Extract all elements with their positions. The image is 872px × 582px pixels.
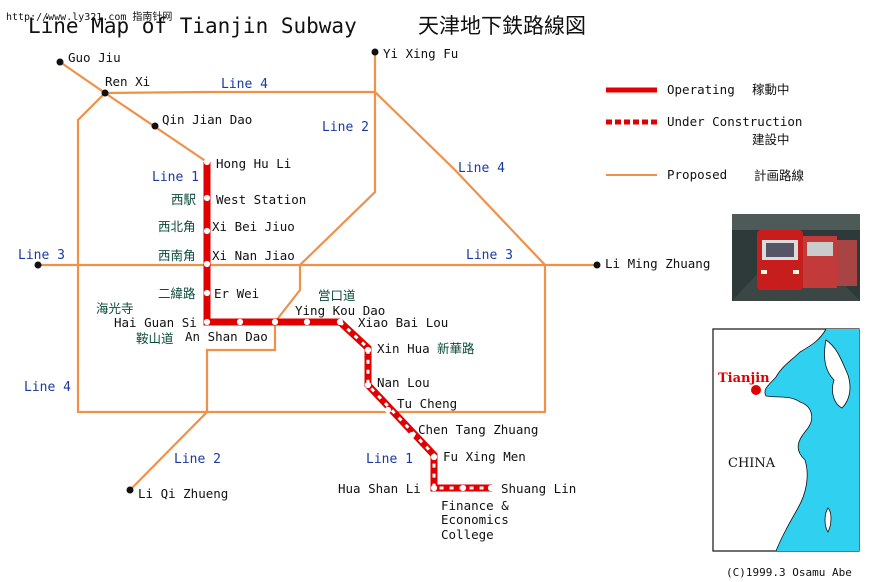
- label-xi-nan-jiao-cjk: 西南角: [158, 248, 196, 263]
- station-dot-line3-west[interactable]: [34, 261, 42, 269]
- label-shuang-lin: Shuang Lin: [501, 481, 576, 496]
- line4-label-left: Line 4: [24, 380, 71, 395]
- label-nan-lou: Nan Lou: [377, 375, 430, 390]
- station-dot-qin-jian-dao[interactable]: [151, 122, 159, 130]
- label-chen-tang-zhuang: Chen Tang Zhuang: [418, 422, 538, 437]
- watermark: http://www.ly321.com 指南针网: [6, 10, 172, 23]
- legend-construction-label: Under Construction: [667, 114, 802, 129]
- station-dot-xi-bei-jiuo[interactable]: [203, 227, 211, 235]
- copyright: (C)1999.3 Osamu Abe: [726, 566, 852, 579]
- line2-label-top: Line 2: [322, 120, 369, 135]
- station-dot-er-wei[interactable]: [203, 289, 211, 297]
- label-hua-shan-li: Hua Shan Li: [338, 481, 421, 496]
- label-yi-xing-fu: Yi Xing Fu: [383, 46, 458, 61]
- station-dot-tu-cheng[interactable]: [384, 406, 392, 414]
- label-ying-kou-dao-cjk: 営口道: [318, 288, 356, 303]
- station-dot-an-shan-dao[interactable]: [236, 318, 244, 326]
- label-xiao-bai-lou: Xiao Bai Lou: [358, 315, 448, 330]
- line1-label-top: Line 1: [152, 170, 199, 185]
- line3-label-right: Line 3: [466, 248, 513, 263]
- legend-operating-label: Operating: [667, 82, 735, 97]
- station-dot-hua-shan-li[interactable]: [430, 484, 438, 492]
- station-dot-guo-jiu[interactable]: [56, 58, 64, 66]
- inset-coastline: [764, 328, 827, 552]
- label-ying-kou-dao: Ying Kou Dao: [295, 303, 385, 318]
- label-finance-line1: Finance &: [441, 498, 509, 513]
- label-finance-line3: College: [441, 527, 494, 542]
- label-hong-hu-li: Hong Hu Li: [216, 156, 291, 171]
- line1-label-bottom: Line 1: [366, 452, 413, 467]
- train-photo: [732, 214, 860, 301]
- legend-construction-cjk: 建設中: [752, 132, 790, 147]
- station-dot-xiao-bai-lou[interactable]: [336, 318, 344, 326]
- label-an-shan-dao-cjk: 鞍山道: [136, 331, 174, 346]
- inset-tianjin-dot: [751, 385, 761, 395]
- label-xin-hua: Xin Hua: [377, 341, 430, 356]
- station-dot-yi-xing-fu[interactable]: [371, 48, 379, 56]
- line2-label-bottom: Line 2: [174, 452, 221, 467]
- label-li-ming-zhuang: Li Ming Zhuang: [605, 256, 710, 271]
- inset-taiwan: [824, 507, 832, 533]
- label-finance-line2: Economics: [441, 512, 509, 527]
- label-ren-xi: Ren Xi: [105, 74, 150, 89]
- proposed-lines: [38, 52, 598, 491]
- terminal-dots: [34, 48, 601, 494]
- label-xi-bei-jiuo-cjk: 西北角: [158, 219, 196, 234]
- legend: Operating 稼動中 Under Construction 建設中 Pro…: [606, 82, 805, 183]
- map-title-cjk: 天津地下鉄路線図: [418, 14, 586, 38]
- station-dot-finance-college[interactable]: [459, 484, 467, 492]
- label-west-station-cjk: 西駅: [171, 192, 197, 207]
- label-fu-xing-men: Fu Xing Men: [443, 449, 526, 464]
- line2-proposed-north: [274, 52, 377, 323]
- label-hai-guan-si: Hai Guan Si: [114, 315, 197, 330]
- label-tu-cheng: Tu Cheng: [397, 396, 457, 411]
- station-dot-line2-junction[interactable]: [271, 318, 279, 326]
- label-er-wei: Er Wei: [214, 286, 259, 301]
- guo-jiu-branch: [59, 61, 106, 94]
- station-dot-hong-hu-li[interactable]: [203, 158, 211, 166]
- station-dot-shuang-lin[interactable]: [487, 484, 495, 492]
- inset-tianjin-label: Tianjin: [718, 371, 770, 386]
- label-west-station: West Station: [216, 192, 306, 207]
- station-dot-nan-lou[interactable]: [364, 381, 372, 389]
- station-dot-west-station[interactable]: [203, 194, 211, 202]
- station-dot-hai-guan-si[interactable]: [203, 318, 211, 326]
- line2-proposed-south: [129, 322, 277, 491]
- map-title: Line Map of Tianjin Subway: [28, 14, 357, 38]
- line3-label-left: Line 3: [18, 248, 65, 263]
- line1-station-dots: [203, 158, 495, 492]
- station-dot-ying-kou-dao[interactable]: [303, 318, 311, 326]
- inset-map: Tianjin CHINA: [712, 328, 860, 552]
- line1-construction: [337, 319, 492, 492]
- legend-operating-cjk: 稼動中: [752, 82, 790, 97]
- legend-proposed-label: Proposed: [667, 167, 727, 182]
- station-dot-ren-xi[interactable]: [101, 89, 109, 97]
- station-dot-li-qi-zhueng[interactable]: [126, 486, 134, 494]
- line4-label-top: Line 4: [221, 77, 268, 92]
- station-dot-chen-tang-zhuang[interactable]: [408, 431, 416, 439]
- label-hai-guan-si-cjk: 海光寺: [96, 301, 134, 316]
- label-xi-nan-jiao: Xi Nan Jiao: [212, 248, 295, 263]
- label-qin-jian-dao: Qin Jian Dao: [162, 112, 252, 127]
- station-dot-xin-hua[interactable]: [364, 346, 372, 354]
- inset-china-label: CHINA: [728, 456, 776, 471]
- label-li-qi-zhueng: Li Qi Zhueng: [138, 486, 228, 501]
- label-er-wei-cjk: 二緯路: [158, 286, 196, 301]
- label-xi-bei-jiuo: Xi Bei Jiuo: [212, 219, 295, 234]
- station-dot-fu-xing-men[interactable]: [430, 453, 438, 461]
- station-dot-li-ming-zhuang[interactable]: [593, 261, 601, 269]
- line4-label-right: Line 4: [458, 161, 505, 176]
- inset-korea: [824, 339, 851, 409]
- label-xin-hua-cjk: 新華路: [437, 341, 475, 356]
- label-guo-jiu: Guo Jiu: [68, 50, 121, 65]
- label-an-shan-dao: An Shan Dao: [185, 329, 268, 344]
- legend-proposed-cjk: 計画路線: [754, 168, 805, 183]
- station-dot-xi-nan-jiao[interactable]: [203, 260, 211, 268]
